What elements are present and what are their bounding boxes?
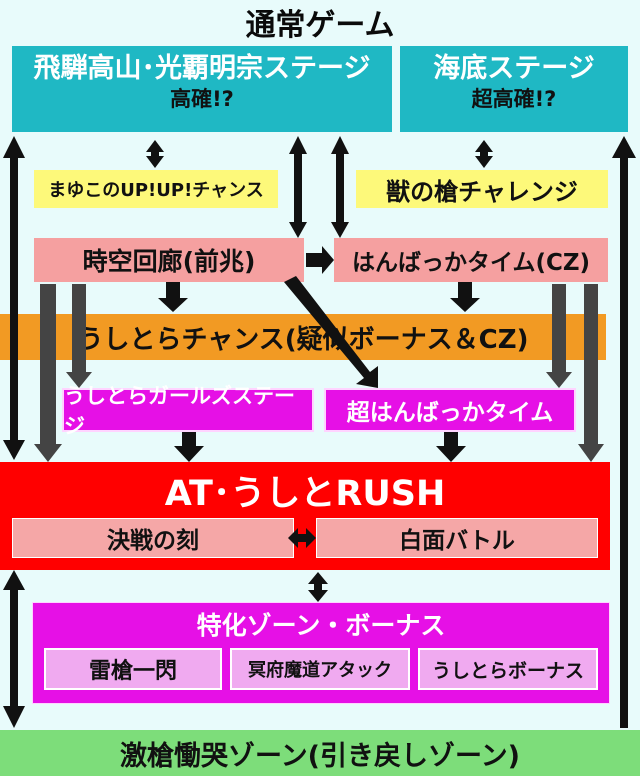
hida-stage-note: 高確!? bbox=[170, 87, 234, 111]
hida-stage-box: 飛騨高山･光覇明宗ステージ 高確!? bbox=[10, 44, 394, 134]
kaitei-stage-note: 超高確!? bbox=[471, 87, 557, 111]
super-hanbakka-box: 超はんばっかタイム bbox=[324, 388, 576, 432]
meifu-attack-box: 冥府魔道アタック bbox=[230, 648, 410, 690]
raisou-box: 雷槍一閃 bbox=[44, 648, 222, 690]
girls-stage-box: うしとらガールズステージ bbox=[62, 384, 314, 438]
gekisou-zone-box: 激槍慟哭ゾーン(引き戻しゾーン) bbox=[0, 730, 640, 776]
kemono-challenge-box: 獣の槍チャレンジ bbox=[356, 170, 608, 208]
hanbakka-time-box: はんばっかタイム(CZ) bbox=[334, 238, 608, 282]
ushitora-bonus-box: うしとらボーナス bbox=[418, 648, 598, 690]
ushitora-chance-box: うしとらチャンス(疑似ボーナス＆CZ) bbox=[0, 314, 606, 360]
kaitei-stage-name: 海底ステージ bbox=[433, 53, 595, 84]
mayuko-chance-box: まゆこのUP!UP!チャンス bbox=[34, 170, 278, 208]
hakumen-battle-box: 白面バトル bbox=[316, 518, 598, 558]
hida-stage-name: 飛騨高山･光覇明宗ステージ bbox=[33, 53, 371, 84]
zenchou-box: 時空回廊(前兆) bbox=[34, 238, 304, 282]
kaitei-stage-box: 海底ステージ 超高確!? bbox=[398, 44, 630, 134]
at-rush-title: AT･うしとRUSH bbox=[164, 473, 446, 514]
special-zone-title: 特化ゾーン・ボーナス bbox=[196, 611, 446, 640]
diagram-title: 通常ゲーム bbox=[245, 8, 395, 43]
kessen-box: 決戦の刻 bbox=[12, 518, 294, 558]
